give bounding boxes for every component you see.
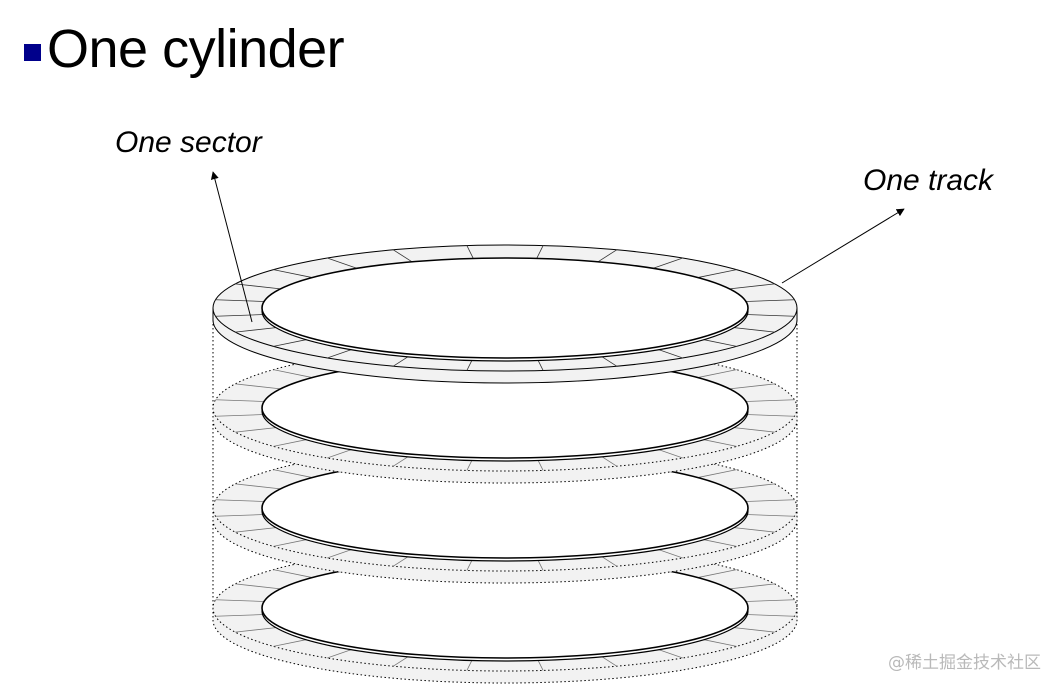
sector-boundary xyxy=(729,483,775,490)
sector-boundary xyxy=(729,583,775,590)
platter-stack xyxy=(212,244,798,684)
sector-boundary xyxy=(745,599,795,602)
sector-boundary xyxy=(215,414,265,417)
sector-boundary xyxy=(745,614,795,617)
sector-boundary xyxy=(745,499,795,502)
track-label: One track xyxy=(863,164,995,197)
sector-boundary xyxy=(536,245,544,259)
sector-boundary xyxy=(273,469,313,478)
sector-boundary xyxy=(697,469,737,478)
sector-boundary xyxy=(597,249,617,263)
sector-boundary xyxy=(652,257,683,269)
sector-boundary xyxy=(235,583,281,590)
sector-boundary xyxy=(729,526,775,533)
sector-boundary xyxy=(235,526,281,533)
platter-3 xyxy=(212,444,798,584)
sector-boundary xyxy=(215,499,265,502)
sector-boundary xyxy=(273,269,313,278)
sector-boundary xyxy=(235,626,281,633)
sector-boundary xyxy=(215,514,265,517)
sector-boundary xyxy=(697,269,737,278)
sector-boundary xyxy=(235,326,281,333)
sector-boundary xyxy=(729,283,775,290)
sector-boundary xyxy=(273,369,313,378)
sector-boundary xyxy=(729,626,775,633)
platter-1 xyxy=(212,244,798,384)
sector-boundary xyxy=(235,483,281,490)
sector-boundary xyxy=(215,399,265,402)
sector-boundary xyxy=(215,599,265,602)
sector-boundary xyxy=(393,249,413,263)
sector-boundary xyxy=(697,569,737,578)
sector-boundary xyxy=(729,326,775,333)
sector-boundary xyxy=(327,257,358,269)
sector-boundary xyxy=(745,399,795,402)
sector-boundary xyxy=(215,614,265,617)
sector-boundary xyxy=(745,314,795,317)
watermark: @稀土掘金技术社区 xyxy=(888,653,1041,673)
sector-boundary xyxy=(745,299,795,302)
sector-boundary xyxy=(235,426,281,433)
platter-2 xyxy=(212,344,798,484)
sector-arrow xyxy=(210,171,253,323)
slide-title: One cylinder xyxy=(24,14,345,84)
sector-boundary xyxy=(235,383,281,390)
title-text: One cylinder xyxy=(47,19,345,79)
inner-track-boundary xyxy=(261,257,749,359)
sector-boundary xyxy=(273,569,313,578)
square-bullet-icon xyxy=(24,43,41,61)
track-arrow xyxy=(781,208,905,284)
sector-boundary xyxy=(729,383,775,390)
sector-boundary xyxy=(745,514,795,517)
platter-4 xyxy=(212,544,798,684)
sector-boundary xyxy=(745,414,795,417)
sector-boundary xyxy=(466,245,474,259)
sector-boundary xyxy=(697,369,737,378)
sector-boundary xyxy=(729,426,775,433)
sector-label: One sector xyxy=(115,126,263,159)
sector-boundary xyxy=(215,299,265,302)
sector-boundary xyxy=(215,314,265,317)
